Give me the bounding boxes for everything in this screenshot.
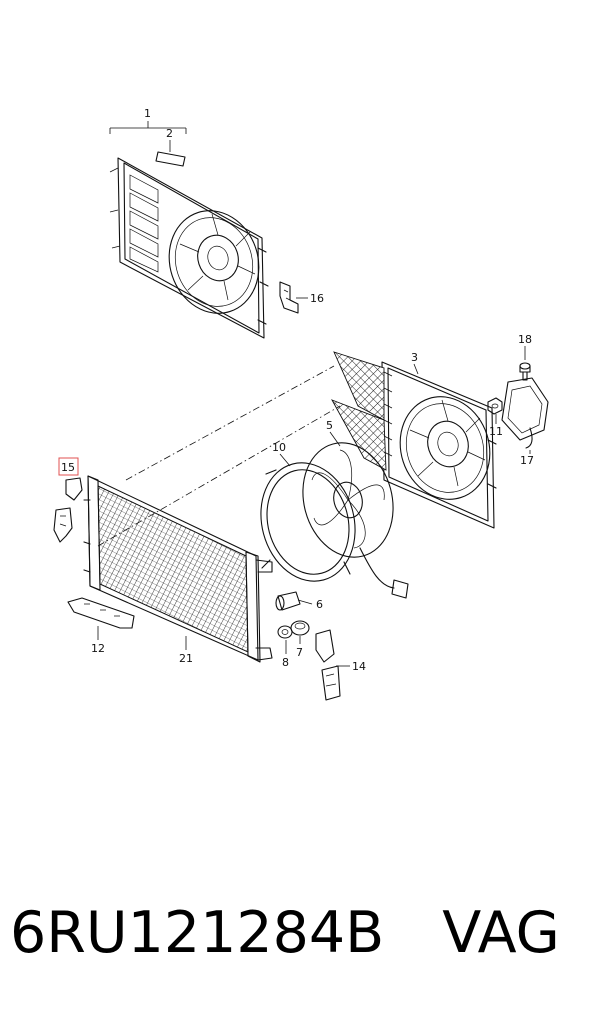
callout-16: 16 [310, 292, 324, 305]
fan-motor [302, 442, 409, 599]
plug-7 [290, 620, 310, 636]
clip-16 [279, 281, 299, 314]
bracket-15 [53, 477, 83, 543]
highlight-box-15 [58, 457, 79, 476]
callout-7: 7 [296, 646, 303, 659]
brand-name: VAG [442, 900, 560, 966]
cover-17 [501, 377, 549, 449]
callout-12: 12 [91, 642, 105, 655]
thermo-switch-6 [275, 591, 301, 611]
callout-labels: 1 2 3 5 6 7 8 10 11 12 14 15 16 17 18 21 [61, 107, 534, 673]
seal-8 [277, 625, 293, 639]
fan-ring [260, 462, 356, 582]
callout-1: 1 [144, 107, 151, 120]
air-guide-12 [67, 597, 135, 629]
callout-10: 10 [272, 441, 286, 454]
fan-shroud-lower [331, 351, 497, 529]
caption: 6RU121284B VAG [10, 893, 595, 973]
part-number: 6RU121284B [10, 900, 385, 966]
nut-11 [487, 397, 503, 415]
bolt-18 [519, 362, 531, 381]
callout-11: 11 [489, 425, 503, 438]
radiator [83, 475, 273, 663]
leader-lines [97, 121, 531, 667]
fan-shroud-upper [109, 157, 269, 339]
callout-15: 15 [61, 461, 75, 474]
callout-17: 17 [520, 454, 534, 467]
callout-8: 8 [282, 656, 289, 669]
label-sticker [155, 151, 186, 167]
callout-14: 14 [352, 660, 366, 673]
callout-3: 3 [411, 351, 418, 364]
assembly-line-lower [97, 405, 341, 547]
callout-6: 6 [316, 598, 323, 611]
callout-18: 18 [518, 333, 532, 346]
callout-21: 21 [179, 652, 193, 665]
callout-2: 2 [166, 127, 173, 140]
assembly-line-upper [125, 365, 335, 481]
bracket-14 [315, 629, 341, 701]
callout-5: 5 [326, 419, 333, 432]
